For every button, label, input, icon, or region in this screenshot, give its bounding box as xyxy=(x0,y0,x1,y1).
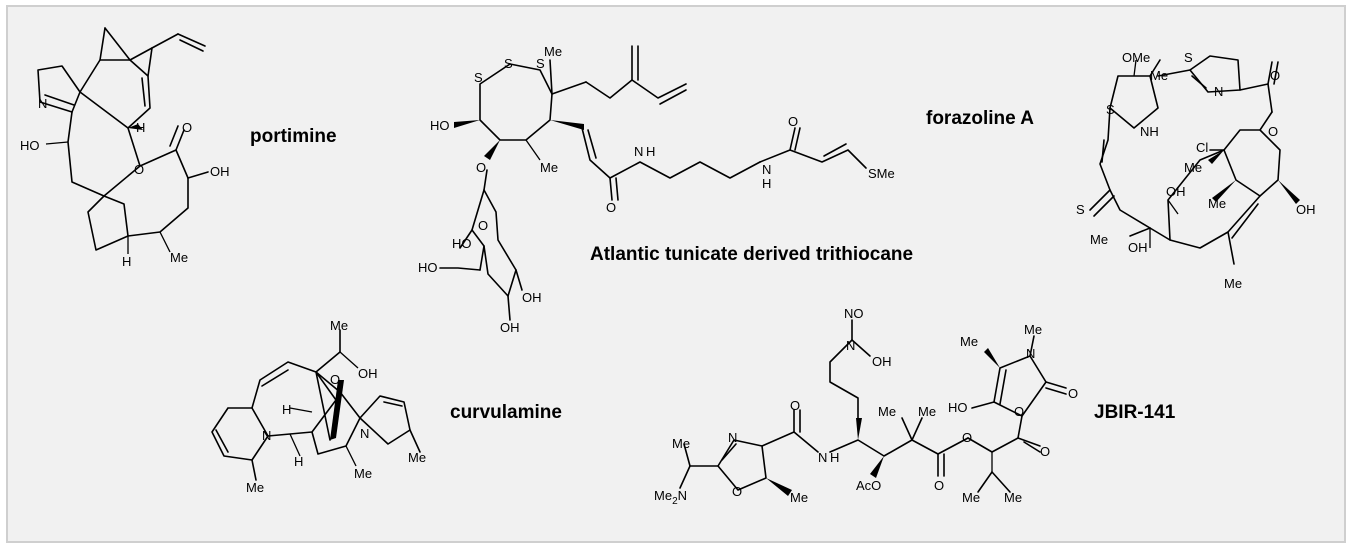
structure-forazoline-a: OMe Me S N O S NH O Cl Me S Me OH OH Me … xyxy=(926,50,1316,291)
atom-n: N xyxy=(846,338,855,353)
atom-oh: OH xyxy=(1128,240,1148,255)
atom-me: Me xyxy=(1150,68,1168,83)
atom-s: S xyxy=(1184,50,1193,65)
structure-curvulamine: Me OH O H N N H Me Me Me curvulamine xyxy=(211,318,562,495)
atom-oh: OH xyxy=(522,290,542,305)
structure-jbir-141: NO N OH Me N O HO O Me Me Me N O N H Me … xyxy=(654,306,1176,507)
atom-n: N xyxy=(1026,346,1035,361)
atom-me: Me xyxy=(544,44,562,59)
atom-oh: OH xyxy=(872,354,892,369)
atom-o: O xyxy=(1270,68,1280,83)
structure-portimine: N HO O O OH H H Me portimine xyxy=(20,27,337,269)
atom-o: O xyxy=(934,478,944,493)
atom-me: Me xyxy=(672,436,690,451)
atom-me: Me xyxy=(1004,490,1022,505)
atom-n: N xyxy=(728,430,737,445)
atom-me: Me xyxy=(170,250,188,265)
atom-me: Me xyxy=(918,404,936,419)
atom-me: Me xyxy=(962,490,980,505)
atom-oh: OH xyxy=(1166,184,1186,199)
atom-h: H xyxy=(122,254,131,269)
compound-name-portimine: portimine xyxy=(250,126,337,147)
atom-n: N xyxy=(634,144,643,159)
atom-o: O xyxy=(790,398,800,413)
atom-n: N xyxy=(762,162,771,177)
atom-cl: Cl xyxy=(1196,140,1208,155)
atom-ho: HO xyxy=(418,260,438,275)
atom-me: Me xyxy=(330,318,348,333)
atom-n: N xyxy=(818,450,827,465)
atom-h: H xyxy=(762,176,771,191)
atom-o: O xyxy=(1014,404,1024,419)
atom-me: Me xyxy=(1184,160,1202,175)
atom-o: O xyxy=(788,114,798,129)
atom-ho: HO xyxy=(20,138,40,153)
atom-o: O xyxy=(182,120,192,135)
atom-me: Me xyxy=(246,480,264,495)
atom-me: Me xyxy=(1208,196,1226,211)
atom-o: O xyxy=(1040,444,1050,459)
atom-sme: SMe xyxy=(868,166,895,181)
compound-name-forazoline-a: forazoline A xyxy=(926,108,1034,129)
atom-s: S xyxy=(474,70,483,85)
atom-no: NO xyxy=(844,306,864,321)
atom-me2n: Me2N xyxy=(654,488,687,507)
atom-h: H xyxy=(136,120,145,135)
atom-o: O xyxy=(476,160,486,175)
atom-h: H xyxy=(294,454,303,469)
compound-name-jbir-141: JBIR-141 xyxy=(1094,402,1176,423)
atom-n: N xyxy=(1214,84,1223,99)
atom-ome: OMe xyxy=(1122,50,1150,65)
atom-o: O xyxy=(134,162,144,177)
atom-me: Me xyxy=(878,404,896,419)
atom-o: O xyxy=(478,218,488,233)
atom-me: Me xyxy=(960,334,978,349)
atom-h: H xyxy=(830,450,839,465)
atom-s: S xyxy=(1076,202,1085,217)
atom-ho: HO xyxy=(948,400,968,415)
atom-me: Me xyxy=(1090,232,1108,247)
atom-oh: OH xyxy=(500,320,520,335)
atom-o: O xyxy=(606,200,616,215)
atom-nh: NH xyxy=(1140,124,1159,139)
structure-trithiocane: S S S Me HO Me O N H O N H O SMe O HO HO… xyxy=(418,44,913,335)
atom-h: H xyxy=(282,402,291,417)
compound-name-trithiocane: Atlantic tunicate derived trithiocane xyxy=(590,244,913,265)
atom-o: O xyxy=(962,430,972,445)
atom-n: N xyxy=(262,428,271,443)
atom-s: S xyxy=(1106,102,1115,117)
atom-me: Me xyxy=(354,466,372,481)
atom-s: S xyxy=(504,56,513,71)
atom-aco: AcO xyxy=(856,478,881,493)
atom-o: O xyxy=(330,372,340,387)
atom-me: Me xyxy=(1224,276,1242,291)
atom-o: O xyxy=(732,484,742,499)
atom-oh: OH xyxy=(358,366,378,381)
atom-o: O xyxy=(1068,386,1078,401)
atom-oh: OH xyxy=(210,164,230,179)
atom-me: Me xyxy=(408,450,426,465)
atom-h: H xyxy=(646,144,655,159)
atom-me: Me xyxy=(1024,322,1042,337)
atom-oh: OH xyxy=(1296,202,1316,217)
atom-me: Me xyxy=(790,490,808,505)
atom-n: N xyxy=(360,426,369,441)
atom-n: N xyxy=(38,96,47,111)
atom-s: S xyxy=(536,56,545,71)
atom-ho: HO xyxy=(452,236,472,251)
atom-me: Me xyxy=(540,160,558,175)
atom-ho: HO xyxy=(430,118,450,133)
compound-name-curvulamine: curvulamine xyxy=(450,402,562,423)
atom-o: O xyxy=(1268,124,1278,139)
